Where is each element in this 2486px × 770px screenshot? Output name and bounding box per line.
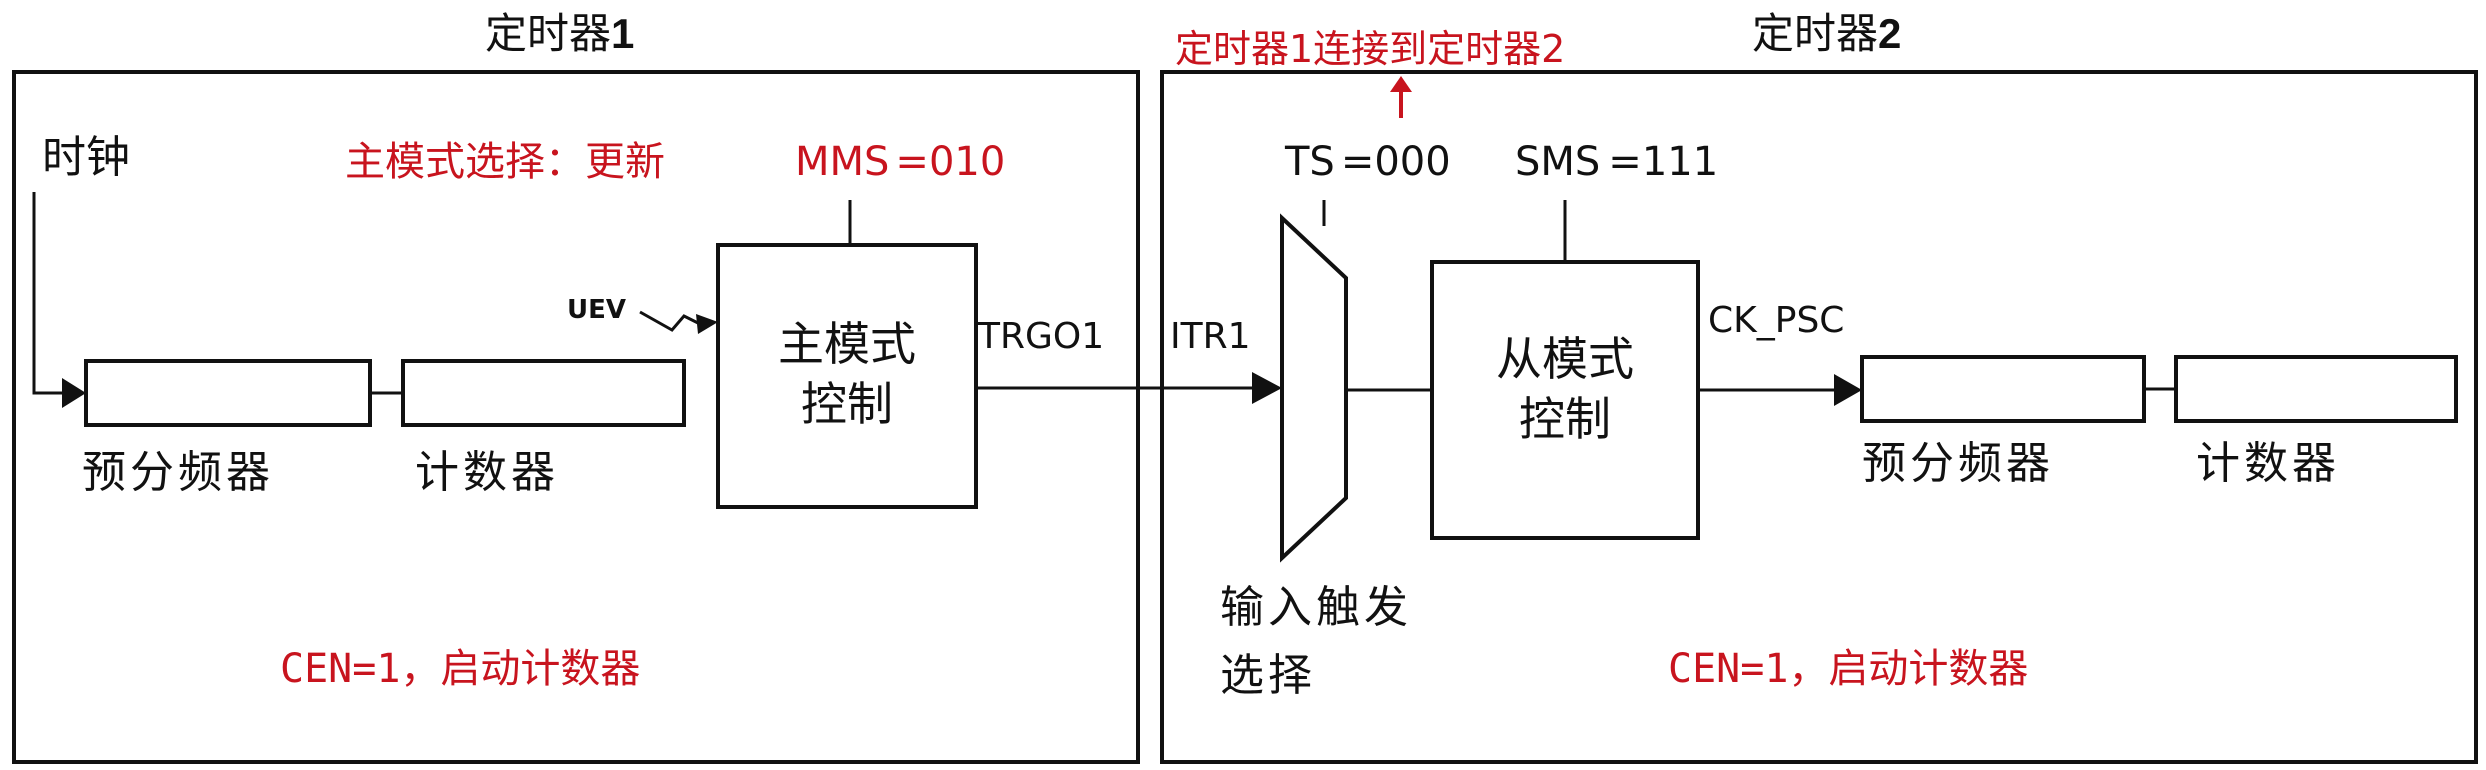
input-trigger-line1: 输入触发 bbox=[1220, 582, 1412, 633]
master-mode-control-box bbox=[716, 243, 978, 509]
slave-block-line1: 从模式 bbox=[1496, 332, 1634, 386]
mms-setting: MMS=010 bbox=[795, 139, 1005, 185]
timer2-title: 定时器2 bbox=[1752, 9, 1901, 58]
slave-mode-control-box bbox=[1430, 260, 1700, 540]
timer1-cen-note: CEN=1，启动计数器 bbox=[280, 646, 640, 692]
timer1-frame bbox=[12, 70, 1140, 764]
input-trigger-line2: 选择 bbox=[1220, 650, 1316, 701]
timer1-prescaler-box bbox=[84, 359, 372, 427]
timer2-counter-box bbox=[2174, 355, 2458, 423]
ck-psc-arrow-icon bbox=[1834, 374, 1862, 406]
master-block-line1: 主模式 bbox=[778, 317, 916, 371]
timer2-prescaler-label: 预分频器 bbox=[1862, 438, 2054, 489]
mode-select-note: 主模式选择：更新 bbox=[345, 139, 665, 185]
timer1-counter-box bbox=[401, 359, 686, 427]
timer2-counter-label: 计数器 bbox=[2196, 438, 2340, 489]
ts-setting: TS=000 bbox=[1284, 139, 1451, 185]
timer2-frame bbox=[1160, 70, 2478, 764]
uev-label: UEV bbox=[567, 295, 626, 325]
clock-label: 时钟 bbox=[42, 132, 130, 183]
trgo1-label: TRGO1 bbox=[977, 316, 1104, 357]
itr1-arrow-icon bbox=[1252, 372, 1282, 404]
sms-setting: SMS=111 bbox=[1515, 139, 1718, 185]
itr1-label: ITR1 bbox=[1170, 316, 1251, 357]
timer1-counter-label: 计数器 bbox=[415, 447, 559, 498]
ck-psc-label: CK_PSC bbox=[1708, 300, 1844, 341]
timer1-title: 定时器1 bbox=[485, 9, 634, 58]
master-block-line2: 控制 bbox=[801, 377, 893, 431]
timer2-cen-note: CEN=1，启动计数器 bbox=[1668, 646, 2028, 692]
connection-arrow-head bbox=[1390, 76, 1412, 92]
input-trigger-mux bbox=[1280, 213, 1348, 563]
slave-block-line2: 控制 bbox=[1519, 392, 1611, 446]
connection-note: 定时器1连接到定时器2 bbox=[1175, 27, 1565, 71]
uev-arrow-icon bbox=[696, 314, 718, 334]
timer1-prescaler-label: 预分频器 bbox=[82, 447, 274, 498]
clock-wire bbox=[32, 192, 66, 395]
timer2-prescaler-box bbox=[1860, 355, 2146, 423]
clock-arrow-icon bbox=[62, 378, 86, 408]
uev-signal-wire bbox=[639, 310, 701, 332]
